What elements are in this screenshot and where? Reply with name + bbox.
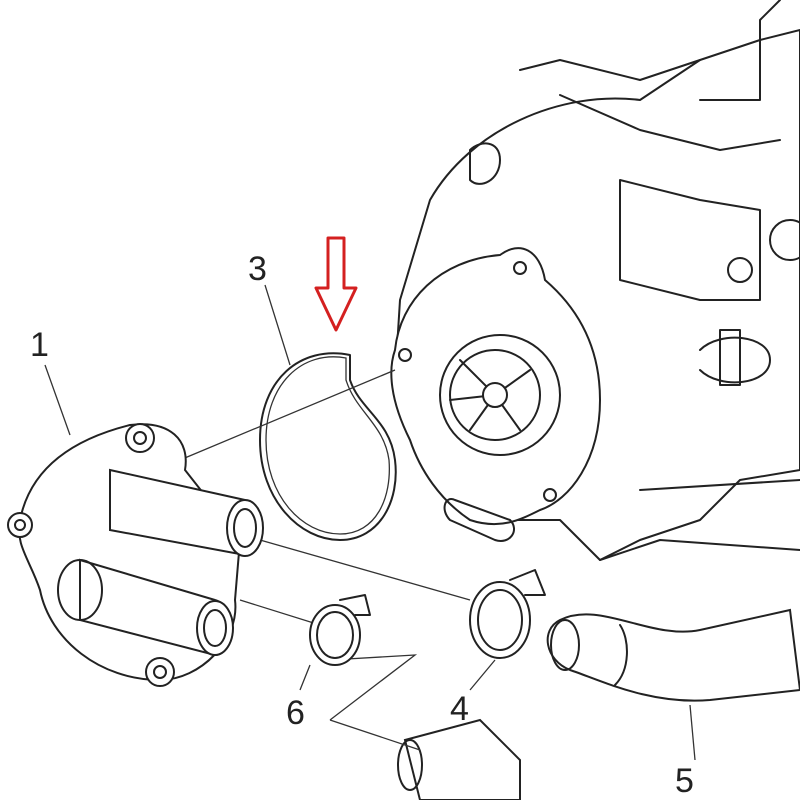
leader-lines	[44, 284, 696, 761]
hose-small	[397, 718, 521, 800]
pump-flange	[390, 247, 602, 542]
callout-3: 3	[248, 250, 267, 288]
highlight-arrow-icon	[314, 236, 358, 332]
callout-4: 4	[450, 690, 469, 728]
hose-clamp-part-4	[469, 569, 546, 659]
callout-6: 6	[286, 694, 305, 732]
callout-1: 1	[30, 326, 49, 364]
engine-housing	[394, 0, 800, 561]
hose-part-5	[546, 608, 800, 702]
callout-5: 5	[675, 762, 694, 800]
o-ring-part-3	[259, 352, 397, 541]
hose-clamp-part-6	[309, 594, 371, 666]
pump-cover-part-1	[7, 423, 264, 687]
